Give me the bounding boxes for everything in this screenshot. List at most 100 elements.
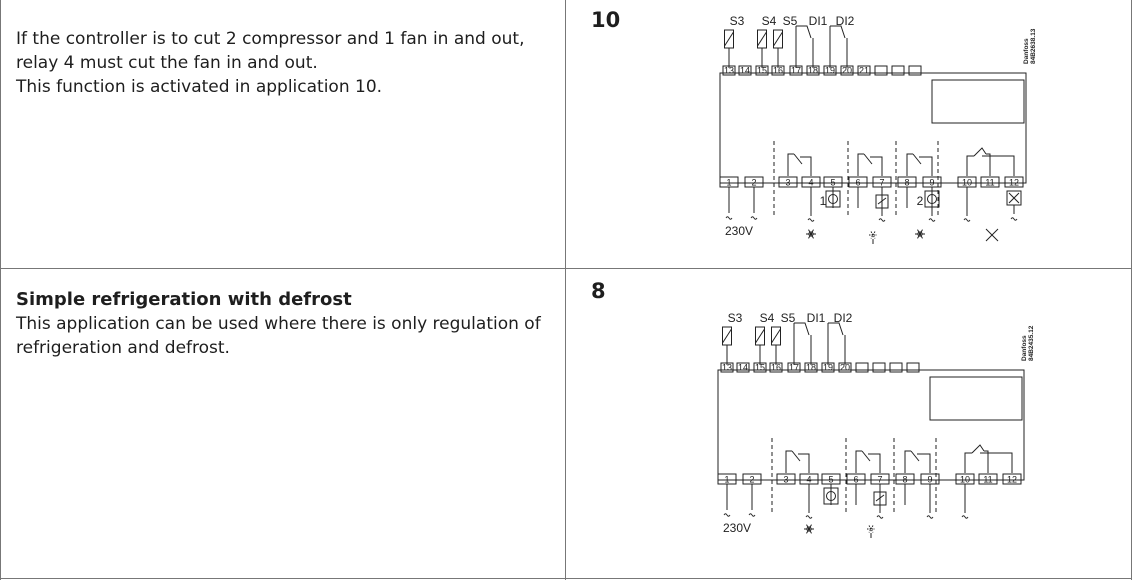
alarm-relay-no	[980, 452, 1013, 473]
refrigeration-icon-core	[806, 526, 812, 532]
digital-input-di2-switch	[830, 25, 846, 39]
ac-symbol	[1010, 217, 1018, 221]
sensor-s4-slash	[755, 328, 765, 344]
ac-symbol	[876, 515, 884, 519]
top-terminal-number: 18	[808, 66, 818, 76]
ac-symbol	[805, 515, 813, 519]
bottom-terminal-number: 2	[751, 178, 756, 188]
defrost-heater-icon-element	[875, 494, 885, 502]
bottom-terminal-number: 8	[902, 475, 907, 485]
compressor-2-icon-motor	[927, 194, 937, 204]
bottom-terminal-number: 11	[983, 475, 992, 485]
relay-2-arm	[861, 450, 871, 462]
diagram-code-number: 84B2435.12	[1028, 325, 1035, 361]
bottom-terminal-number: 2	[749, 475, 754, 485]
relay-3-contact	[917, 453, 931, 473]
compressor-1-icon-motor	[828, 194, 838, 204]
sensor-s3-slash	[722, 328, 732, 344]
bottom-terminal-number: 5	[828, 475, 833, 485]
bottom-terminal	[776, 473, 796, 485]
bottom-terminal-number: 3	[785, 178, 790, 188]
column-divider	[565, 0, 566, 580]
relay-1-contact	[798, 453, 810, 473]
compressor-2-label: 2	[917, 194, 924, 208]
defrost-heater-icon-element	[877, 197, 887, 205]
input-label-di2: DI2	[836, 14, 855, 28]
bottom-terminal	[1004, 176, 1024, 188]
bottom-terminal-number: 4	[806, 475, 811, 485]
row-1-paragraph-2: This function is activated in applicatio…	[16, 77, 383, 97]
relay-2-contact	[870, 156, 883, 176]
top-terminal-number: 16	[771, 363, 781, 373]
top-terminal-number: 20	[840, 363, 850, 373]
input-label-di2: DI2	[834, 311, 853, 325]
bottom-terminal-number: 9	[929, 178, 934, 188]
ac-symbol	[748, 513, 756, 517]
row-2-heading: Simple refrigeration with defrost	[16, 289, 352, 310]
alarm-relay-arm	[971, 444, 985, 454]
digital-input-di1-switch	[794, 322, 810, 336]
top-terminal-number: 15	[757, 66, 767, 76]
top-terminal-number: 14	[740, 66, 750, 76]
relay-2-arm	[863, 153, 873, 165]
alarm-relay-nc	[986, 153, 991, 176]
top-terminal-number: 15	[755, 363, 765, 373]
ac-symbol	[926, 515, 934, 519]
supply-voltage-label: 230V	[725, 224, 753, 238]
refrigeration-icon-core	[917, 231, 923, 237]
bottom-terminal-number: 10	[960, 475, 970, 485]
alarm-relay-arm	[973, 147, 987, 157]
ac-symbol	[928, 218, 936, 222]
relay-2-common	[855, 450, 862, 473]
relay-1-arm	[793, 153, 803, 165]
digital-input-di1-switch	[796, 25, 812, 39]
relay-3-arm	[910, 450, 920, 462]
compressor-1-icon	[825, 190, 841, 208]
top-terminal-number: 17	[791, 66, 801, 76]
spare-terminal	[908, 65, 922, 76]
ac-symbol	[750, 216, 758, 220]
top-terminal-number: 19	[825, 66, 835, 76]
controller-housing	[717, 369, 1025, 481]
top-terminal-number: 16	[773, 66, 783, 76]
alarm-relay-no	[982, 155, 1015, 176]
defrost-heater-icon	[875, 194, 889, 209]
spare-terminal	[891, 65, 905, 76]
ac-symbol	[725, 216, 733, 220]
relay-3-common	[906, 153, 913, 176]
relay-1-common	[785, 450, 792, 473]
spare-terminal	[874, 65, 888, 76]
defrost-heater-icon	[873, 491, 887, 506]
bottom-terminal-number: 5	[830, 178, 835, 188]
sensor-s5-slash	[771, 328, 781, 344]
top-terminal	[857, 65, 871, 76]
bottom-terminal	[778, 176, 798, 188]
row-divider	[0, 578, 1132, 579]
top-terminal-number: 19	[823, 363, 833, 373]
row-1-description: If the controller is to cut 2 compressor…	[16, 27, 546, 99]
sensor-s3-slash	[724, 31, 734, 47]
top-terminal	[738, 65, 752, 76]
display-window	[931, 79, 1025, 124]
table-border-left	[0, 0, 1, 580]
bottom-terminal-number: 12	[1007, 475, 1017, 485]
bottom-terminal-number: 8	[904, 178, 909, 188]
bottom-terminal-number: 7	[879, 178, 884, 188]
relay-3-arm	[912, 153, 922, 165]
ac-symbol	[723, 513, 731, 517]
relay-1-contact	[800, 156, 812, 176]
defrost-icon-stroke	[870, 231, 876, 239]
fan-box-icon-blade	[1008, 192, 1020, 204]
bottom-terminal	[978, 473, 998, 485]
row-2-description: Simple refrigeration with defrost This a…	[16, 288, 546, 360]
supply-voltage-label: 230V	[723, 521, 751, 535]
diagram-code-number: 84B2638.13	[1030, 28, 1037, 64]
compressor-1-label: 1	[820, 194, 827, 208]
top-terminal-number: 13	[724, 66, 734, 76]
top-terminal-number: 20	[842, 66, 852, 76]
row-divider	[0, 268, 1132, 269]
bottom-terminal-number: 7	[877, 475, 882, 485]
bottom-terminal-number: 3	[783, 475, 788, 485]
